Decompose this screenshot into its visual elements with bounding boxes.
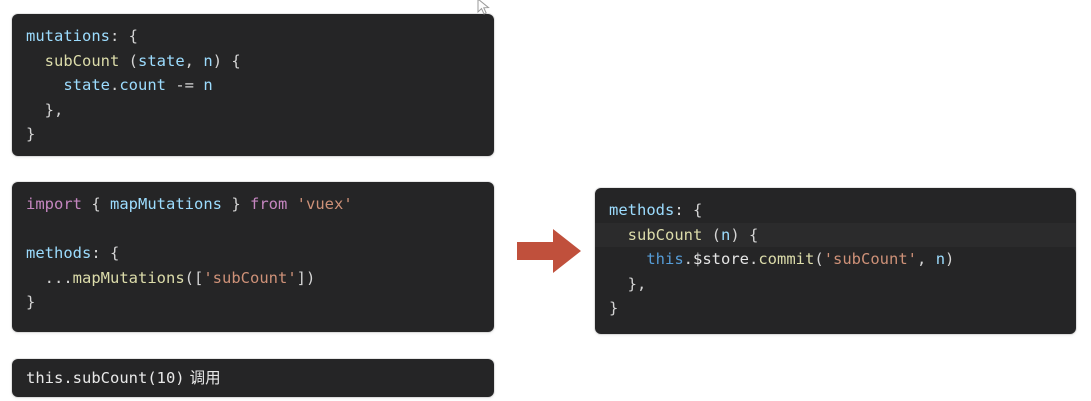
code-indent [609,275,628,293]
code-token: n [935,250,946,268]
code-indent [26,52,45,70]
code-token: . [749,250,759,268]
code-token: $store [693,250,749,268]
code-token: { [82,195,110,213]
mouse-cursor-icon [477,0,491,16]
code-indent [26,76,63,94]
code-line: subCount (state, n) { [26,49,480,74]
code-token: import [26,195,82,213]
code-token: }, [627,274,647,293]
code-token: : { [91,244,120,262]
code-token: ( [814,250,824,268]
code-token: 'subCount' [823,250,918,268]
code-token: ( [702,225,721,244]
code-block-mutations: mutations: { subCount (state, n) { state… [26,24,480,147]
code-token: : { [110,27,138,45]
code-token: subCount [44,51,120,70]
code-panel-store-commit: methods: { subCount (n) { this.$store.co… [595,188,1076,334]
code-token: mapMutations [72,268,185,287]
invocation-annotation-text: 调用 [189,369,221,387]
code-token: ]) [296,268,316,287]
code-token: ) { [212,51,241,70]
code-token: . [683,250,693,268]
code-token: , [184,51,204,70]
code-token: } [26,293,36,311]
code-token: mapMutations [110,195,222,213]
invocation-code: this.subCount(10) [26,369,185,387]
code-token: ( [119,51,138,70]
code-token: , [917,250,936,268]
code-token: } [609,299,619,317]
code-line: }, [609,272,1062,297]
code-line: ...mapMutations(['subCount']) [26,266,480,291]
code-token: methods [26,244,92,262]
code-token: n [721,225,731,244]
code-token: ([ [184,268,204,287]
code-line: mutations: { [26,24,480,49]
code-line: import { mapMutations } from 'vuex' [26,192,480,217]
code-line: } [26,122,480,147]
code-token: }, [44,100,64,119]
code-token: n [203,51,213,70]
code-token: . [110,76,120,94]
code-token: state [138,51,185,70]
code-token [287,195,296,213]
code-line [26,217,480,242]
code-token: : { [674,201,703,219]
code-block-map-mutations: import { mapMutations } from 'vuex' meth… [26,192,480,315]
code-indent [26,101,45,119]
code-token: from [249,195,288,213]
code-panel-map-mutations: import { mapMutations } from 'vuex' meth… [12,182,494,332]
code-token: ... [44,268,73,287]
code-token: subCount [627,225,703,244]
code-line: subCount (n) { [609,223,1062,248]
code-line: methods: { [609,198,1062,223]
code-line: } [26,290,480,315]
code-indent [609,250,646,268]
code-token: count [119,76,167,94]
code-token: ) { [730,225,759,244]
code-token: this [646,250,684,268]
code-token: ) [945,250,955,268]
code-line: }, [26,98,480,123]
invocation-line: this.subCount(10) 调用 [26,366,480,391]
code-token: -= [166,76,204,94]
code-panel-invocation: this.subCount(10) 调用 [12,359,494,397]
code-token: 'subCount' [203,268,297,287]
code-token: } [26,125,36,143]
code-token: } [221,195,250,213]
code-token: methods [609,201,675,219]
code-block-store-commit: methods: { subCount (n) { this.$store.co… [609,198,1062,321]
code-token: n [203,76,213,94]
flow-arrow-right-icon [513,224,585,278]
code-line: this.$store.commit('subCount', n) [609,247,1062,272]
code-token: state [63,76,110,94]
code-token: mutations [26,27,110,45]
code-indent [26,269,45,287]
code-line: } [609,296,1062,321]
code-line: methods: { [26,241,480,266]
code-panel-mutations: mutations: { subCount (state, n) { state… [12,14,494,156]
code-indent [609,226,628,244]
code-token: 'vuex' [296,195,353,213]
code-line: state.count -= n [26,73,480,98]
code-token: commit [758,250,815,268]
